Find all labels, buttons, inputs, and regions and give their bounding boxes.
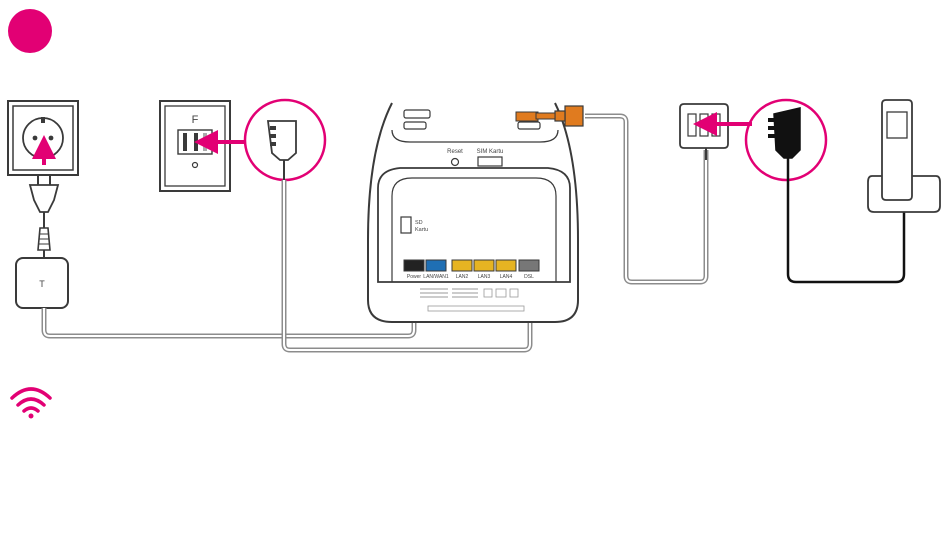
sim-label: SIM Kartu: [477, 149, 504, 155]
lan4-port: [496, 260, 516, 271]
port-label-lan2: LAN2: [456, 274, 469, 280]
wifi-icon: [12, 389, 50, 419]
tae-letter: F: [192, 114, 199, 126]
cordless-phone-icon: [868, 100, 940, 212]
psu-logo: T: [39, 279, 45, 289]
reset-button: [452, 159, 459, 166]
port-label-lan4: LAN4: [500, 274, 513, 280]
tae-socket-icon: F: [160, 101, 230, 191]
port-label-lan3: LAN3: [478, 274, 491, 280]
sim-slot: [478, 157, 502, 166]
port-label-wan: LAN/WAN1: [423, 274, 449, 280]
power-plug: [30, 175, 58, 258]
power-supply-unit: T: [16, 258, 68, 308]
reset-label: Reset: [447, 149, 463, 155]
lan3-port: [474, 260, 494, 271]
step-badge: [8, 9, 52, 53]
phone-plug-magnifier: [746, 100, 826, 180]
tae-plug-magnifier: [245, 100, 325, 180]
port-label-power: Power: [407, 274, 422, 280]
lan2-port: [452, 260, 472, 271]
port-label-dsl: DSL: [524, 274, 534, 280]
power-cable: [44, 308, 414, 336]
wan-port: [426, 260, 446, 271]
sd-label-2: Kartu: [415, 227, 428, 233]
sd-label-1: SD: [415, 220, 423, 226]
power-port: [404, 260, 424, 271]
dsl-port: [519, 260, 539, 271]
router: Reset SIM Kartu SD Kartu Power LAN/WAN1 …: [368, 103, 578, 322]
dsl-port-top: [516, 112, 538, 121]
sd-slot: [401, 217, 411, 233]
